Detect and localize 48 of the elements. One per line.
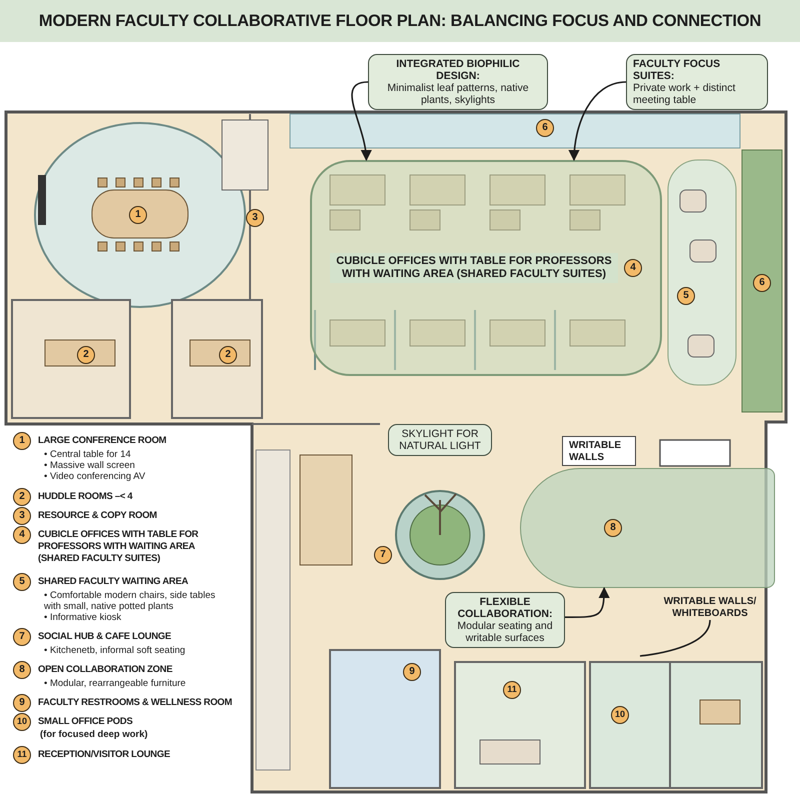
legend-bullet: • Central table for 14 [44,449,131,460]
whiteboard: WRITABLE WALLS [562,436,636,466]
legend-heading: CUBICLE OFFICES WITH TABLE FOR PROFESSORS WITH WAITING AREA (SHARED FACULTY SUITES) [38,529,200,565]
legend-heading: SHARED FACULTY WAITING AREA [38,576,188,588]
callout-number: 3 [13,507,31,525]
legend-heading: SMALL OFFICE PODS [38,716,132,728]
callout-box [445,592,565,648]
callout-number: 4 [13,526,31,544]
legend-heading: RECEPTION/VISITOR LOUNGE [38,749,170,761]
callout-box [368,54,548,110]
callout-text: Minimalist leaf patterns, native plants, skylights [386,82,530,106]
legend-heading: HUDDLE ROOMS –< 4 [38,491,132,503]
callout-number: 7 [13,628,31,646]
legend-bullet: • Comfortable modern chairs, side tables with small, native potted plants [44,590,216,612]
legend-bullet: • Modular, rearrangeable furniture [44,678,186,689]
callout-number: 9 [13,694,31,712]
legend-heading: SOCIAL HUB & CAFE LOUNGE [38,631,172,643]
label-box: SKYLIGHT FOR NATURAL LIGHT [388,424,492,456]
legend-heading: OPEN COLLABORATION ZONE [38,664,172,676]
callout-number: 2 [13,488,31,506]
callout-text: Private work + distinct meeting table [633,82,736,106]
arrow [568,81,626,162]
callout-heading: INTEGRATED BIOPHILIC DESIGN: [395,58,521,82]
callout-heading: FLEXIBLE COLLABORATION: [456,596,554,620]
legend-note: (for focused deep work) [40,729,148,740]
legend-bullet: • Kitchenetb, informal soft seating [44,645,186,656]
legend-heading: RESOURCE & COPY ROOM [38,510,157,522]
callout-heading: FACULTY FOCUS SUITES: [633,58,722,82]
callout-box [626,54,768,110]
legend-bullet: • Massive wall screen [44,460,135,471]
legend-bullet: • Informative kiosk [44,612,122,623]
legend-heading: LARGE CONFERENCE ROOM [38,435,166,447]
leader-line [640,620,711,657]
arrow [565,586,610,618]
area-label: CUBICLE OFFICES WITH TABLE FOR PROFESSORS WITH WAITING AREA (SHARED FACULTY SUITES) [330,253,618,283]
title: MODERN FACULTY COLLABORATIVE FLOOR PLAN: BALANCING FOCUS AND CONNECTION [0,0,800,42]
callout-number: 5 [13,573,31,591]
callout-number: 10 [13,713,31,731]
callout-number: 8 [13,661,31,679]
legend-heading: FACULTY RESTROOMS & WELLNESS ROOM [38,697,232,709]
callout-text: Modular seating and writable surfaces [456,620,554,644]
callout-number: 11 [13,746,31,764]
legend-bullet: • Video conferencing AV [44,471,146,482]
arrow [351,81,372,162]
office-suite-area [310,160,662,376]
collaboration-zone [520,468,775,588]
callout-text: WRITABLE WALLS/ WHITEBOARDS [652,596,768,620]
callout-number: 1 [13,432,31,450]
